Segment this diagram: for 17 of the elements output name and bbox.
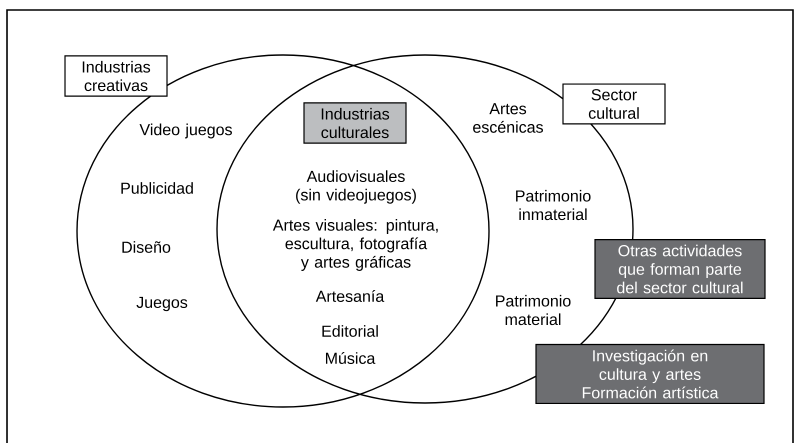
category-label: Diseño (122, 241, 170, 253)
category-label: Publicidad (121, 182, 193, 194)
category-label: Editorial (322, 325, 378, 337)
category-label: Audiovisuales (sin videojuegos) (296, 170, 416, 204)
category-label: Patrimonio inmaterial (516, 190, 591, 220)
category-label: Patrimonio material (496, 294, 571, 326)
category-label: Artes escénicas (473, 103, 543, 133)
category-label: Artes visuales: pintura, escultura, fotografía y artes gráficas (272, 219, 438, 271)
label-box: Industrias creativas (64, 55, 168, 97)
label-box: Industrias culturales (303, 102, 407, 144)
category-label: Música (326, 352, 376, 364)
label-box: Investigación en cultura y artes Formación artística (535, 344, 765, 404)
category-label: Artesanía (316, 290, 384, 302)
category-label: Video juegos (140, 124, 232, 138)
label-box: Sector cultural (562, 83, 666, 124)
category-label: Juegos (136, 296, 188, 312)
label-box: Otras actividades que forman parte del sector cultural (594, 239, 766, 299)
